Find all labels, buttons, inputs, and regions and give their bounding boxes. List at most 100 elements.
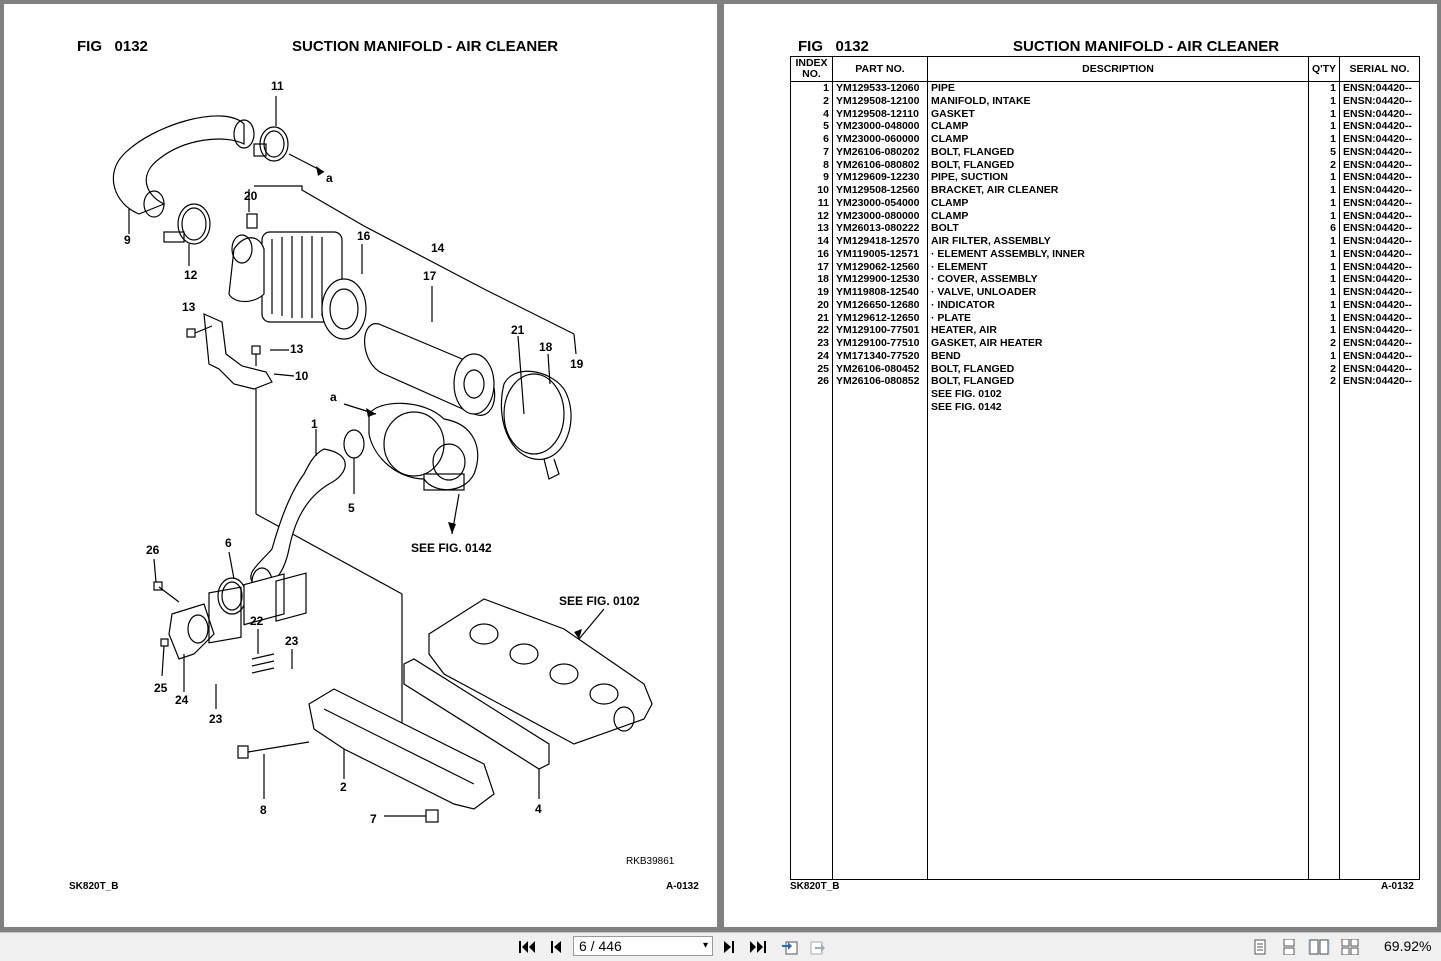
index-cell [791, 388, 833, 401]
serial-number-cell: ENSN:04420-- [1343, 235, 1412, 247]
drawing-code: RKB39861 [626, 856, 675, 867]
qty-cell: 6 [1308, 222, 1340, 235]
description-cell: · ELEMENT [927, 260, 1309, 274]
callout-a-mid: a [330, 390, 337, 404]
description-cell: BOLT, FLANGED [927, 158, 1309, 172]
single-page-icon [1254, 939, 1266, 955]
description-cell: SEE FIG. 0102 [927, 388, 1309, 401]
go-forward-view-button[interactable] [809, 939, 827, 955]
qty-cell: 1 [1308, 120, 1340, 133]
description-cell: GASKET [927, 107, 1309, 121]
serial-number-cell: ENSN:04420-- [1343, 273, 1412, 286]
part-number-cell: YM129508-12560 [832, 184, 928, 197]
part-number-cell: YM23000-048000 [832, 120, 928, 133]
index-cell: 12 [791, 209, 833, 223]
qty-cell: 1 [1308, 273, 1340, 286]
serial-number-cell: ENSN:04420-- [1343, 247, 1412, 260]
serial-number-cell: ENSN:04420-- [1343, 324, 1412, 337]
go-back-view-button[interactable] [780, 939, 798, 955]
go-forward-view-icon [810, 941, 825, 955]
callout-10: 10 [295, 369, 309, 383]
description-cell: GASKET, AIR HEATER [927, 337, 1309, 350]
continuous-page-view-button[interactable] [1280, 938, 1298, 956]
next-page-button[interactable] [720, 939, 738, 955]
table-filler [791, 413, 1419, 879]
viewer-toolbar: 6 / 446 ▾ 69.92% [0, 932, 1441, 961]
serial-number-cell: ENSN:04420-- [1343, 196, 1412, 209]
page-number-input[interactable]: 6 / 446 ▾ [573, 936, 713, 956]
description-cell: · INDICATOR [927, 298, 1309, 312]
single-page-view-button[interactable] [1251, 939, 1269, 955]
serial-number-cell: ENSN:04420-- [1343, 337, 1412, 349]
table-row: SEE FIG. 0142 [791, 400, 1419, 414]
serial-number-cell: ENSN:04420-- [1343, 158, 1412, 171]
fig-label: FIG 0132 [798, 38, 869, 55]
header-part-no: PART NO. [832, 57, 928, 82]
footer-page-code: A-0132 [666, 881, 699, 892]
prev-page-button[interactable] [547, 939, 565, 955]
index-cell: 13 [791, 222, 833, 235]
callout-18: 18 [539, 340, 553, 354]
index-cell: 20 [791, 298, 833, 312]
callout-a-top: a [326, 171, 333, 185]
serial-number-cell: ENSN:04420-- [1343, 362, 1412, 375]
qty-cell [1308, 388, 1340, 401]
go-back-view-icon [782, 941, 798, 955]
two-page-view-button[interactable] [1308, 939, 1330, 955]
callout-4: 4 [535, 802, 542, 816]
index-cell: 18 [791, 273, 833, 286]
part-number-cell: YM129612-12650 [832, 311, 928, 325]
index-cell: 17 [791, 260, 833, 274]
first-page-button[interactable] [518, 939, 536, 955]
qty-cell: 1 [1308, 235, 1340, 248]
serial-number-cell: ENSN:04420-- [1343, 286, 1412, 298]
qty-cell: 1 [1308, 196, 1340, 210]
description-cell: · VALVE, UNLOADER [927, 286, 1309, 299]
callout-8: 8 [260, 803, 267, 817]
callout-22: 22 [250, 614, 264, 628]
qty-cell: 1 [1308, 171, 1340, 184]
zoom-level[interactable]: 69.92% [1384, 938, 1432, 954]
callout-21: 21 [511, 323, 525, 337]
serial-number-cell: ENSN:04420-- [1343, 260, 1412, 273]
index-cell: 10 [791, 184, 833, 197]
page-title: SUCTION MANIFOLD - AIR CLEANER [292, 38, 559, 55]
index-cell: 9 [791, 171, 833, 184]
header-index: INDEX NO. [791, 57, 833, 82]
part-number-cell [832, 388, 928, 401]
qty-cell: 1 [1308, 324, 1340, 337]
exploded-parts-diagram: 11 a 20 16 14 17 9 12 13 13 10 21 18 19 … [112, 79, 653, 826]
part-number-cell: YM129418-12570 [832, 235, 928, 248]
right-page: FIG 0132 SUCTION MANIFOLD - AIR CLEANER … [724, 4, 1437, 927]
qty-cell: 1 [1308, 247, 1340, 261]
callout-25: 25 [154, 681, 168, 695]
chevron-down-icon[interactable]: ▾ [702, 940, 708, 951]
description-cell: CLAMP [927, 133, 1309, 146]
part-number-cell: YM129100-77501 [832, 324, 928, 337]
description-cell: · COVER, ASSEMBLY [927, 273, 1309, 286]
serial-number-cell [1340, 388, 1420, 401]
qty-cell: 1 [1308, 260, 1340, 274]
qty-cell: 2 [1308, 158, 1340, 172]
description-cell: BOLT, FLANGED [927, 375, 1309, 388]
last-page-button[interactable] [749, 939, 767, 955]
index-cell: 5 [791, 120, 833, 133]
qty-cell: 1 [1308, 107, 1340, 121]
serial-number-cell: ENSN:04420-- [1343, 145, 1412, 158]
serial-number-cell: ENSN:04420-- [1343, 107, 1412, 120]
callout-13-b: 13 [290, 342, 304, 356]
qty-cell: 1 [1308, 286, 1340, 299]
two-page-continuous-view-button[interactable] [1341, 938, 1359, 956]
callout-5: 5 [348, 501, 355, 515]
parts-list-table: INDEX NO. PART NO. DESCRIPTION Q'TY SERI… [790, 56, 1420, 880]
